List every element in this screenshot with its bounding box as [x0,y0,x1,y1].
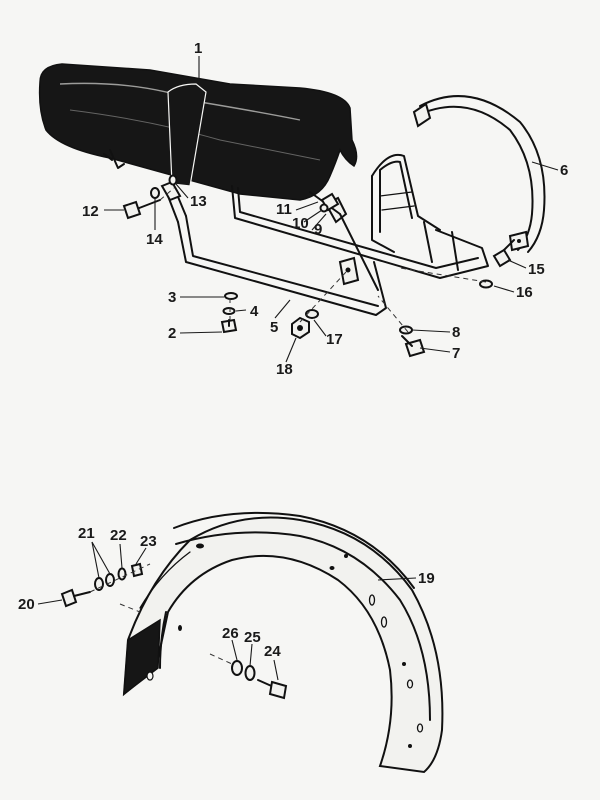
callout-15: 15 [528,261,545,278]
callout-11: 11 [276,201,292,218]
washer-14 [150,187,160,199]
rear-mudguard [122,511,444,774]
callout-16: 16 [516,284,533,301]
callout-19: 19 [418,570,435,587]
washer-3 [224,292,238,300]
seat [38,63,358,201]
callout-20: 20 [18,596,35,613]
callout-18: 18 [276,361,293,378]
luggage-rack [160,154,489,316]
callout-numbers: 1 6 12 14 13 11 10 9 15 16 3 4 2 5 17 18… [18,40,568,660]
nut-18 [291,316,310,340]
bolt-12 [122,199,161,220]
mudguard-stay [412,95,546,253]
bolt-20 [60,588,91,608]
callout-1: 1 [194,40,202,57]
callout-22: 22 [110,527,127,544]
washer-22 [117,567,127,581]
washer-13 [168,174,178,186]
callout-21: 21 [78,525,95,542]
bolt-9-10-11 [319,192,340,213]
washer-26 [231,660,243,676]
bolt-2 [220,318,238,334]
callout-13: 13 [190,193,207,210]
callout-7: 7 [452,345,460,362]
callout-17: 17 [326,331,343,348]
washer-4 [222,307,236,315]
bolt-15 [492,239,515,268]
washer-25 [244,665,256,681]
callout-2: 2 [168,325,176,342]
callout-26: 26 [222,625,239,642]
leader-lines [37,56,559,681]
callout-24: 24 [264,643,281,660]
callout-25: 25 [244,629,261,646]
washer-16 [479,279,493,289]
callout-6: 6 [560,162,568,179]
callout-10: 10 [292,215,309,232]
callout-5: 5 [270,319,278,336]
callout-9: 9 [314,221,322,238]
bolt-24 [257,679,288,700]
bolt-7 [401,335,426,358]
callout-12: 12 [82,203,99,220]
callout-8: 8 [452,324,460,341]
callout-14: 14 [146,231,163,248]
nut-23 [130,562,144,578]
callout-3: 3 [168,289,176,306]
callout-23: 23 [140,533,157,550]
callout-4: 4 [250,303,259,320]
